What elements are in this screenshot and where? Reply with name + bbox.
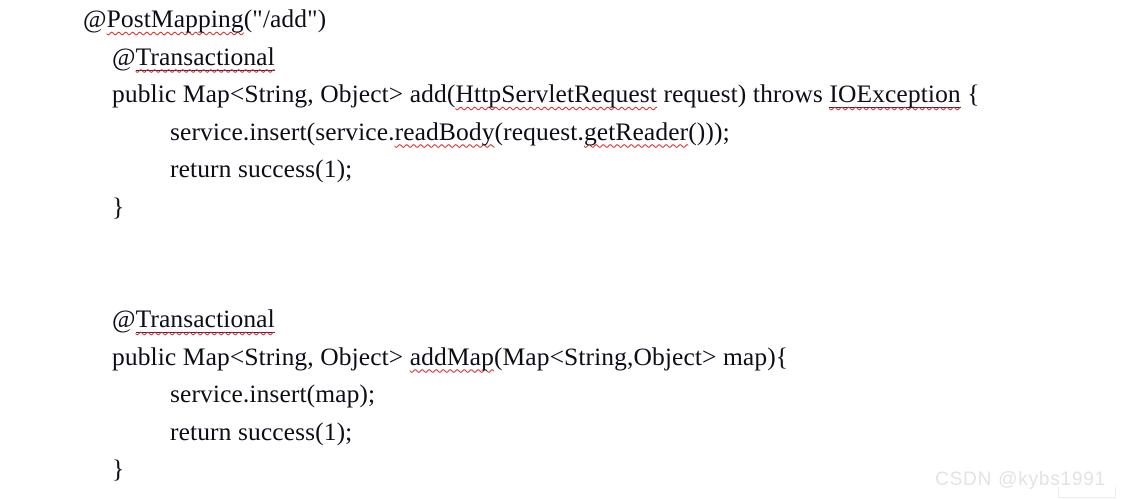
code-text: return success(1);	[170, 154, 353, 183]
spellcheck-misspelled-token: HttpServletRequest	[455, 79, 657, 108]
code-text: service.insert(map);	[170, 379, 376, 408]
code-text: @	[112, 304, 136, 333]
code-line: @PostMapping("/add")	[0, 0, 1122, 38]
spellcheck-misspelled-token: PostMapping	[106, 4, 244, 33]
code-text: return success(1);	[170, 416, 353, 446]
code-line: @Transactional	[0, 38, 1122, 76]
spellcheck-misspelled-token: getReader	[583, 116, 689, 146]
code-text: service.insert(service.	[170, 116, 395, 146]
code-line: return success(1);	[0, 150, 1122, 188]
code-text: {	[960, 79, 980, 108]
code-text: ("/add")	[243, 4, 327, 33]
code-line: @Transactional	[0, 300, 1122, 338]
code-line: public Map<String, Object> addMap(Map<St…	[0, 338, 1122, 376]
code-text: public Map<String, Object>	[112, 341, 410, 371]
code-line-blank	[0, 263, 1122, 301]
spellcheck-misspelled-token: Transactional	[135, 304, 275, 333]
spellcheck-misspelled-token: Transactional	[135, 41, 275, 71]
code-text: ()));	[688, 116, 730, 146]
code-line: }	[0, 188, 1122, 226]
code-text: }	[112, 191, 125, 221]
code-text: (request.	[494, 116, 584, 146]
code-text: public Map<String, Object> add(	[112, 79, 456, 108]
code-line: }	[0, 450, 1122, 488]
spellcheck-misspelled-token: IOException	[829, 79, 961, 108]
code-text: @	[112, 41, 136, 71]
spellcheck-misspelled-token: addMap	[409, 341, 494, 371]
code-line: return success(1);	[0, 413, 1122, 451]
watermark-rule	[1058, 487, 1116, 498]
code-text: (Map<String,Object> map){	[493, 341, 789, 371]
spellcheck-misspelled-token: readBody	[394, 116, 495, 146]
code-line: service.insert(service.readBody(request.…	[0, 113, 1122, 151]
code-text: }	[112, 454, 125, 483]
code-text: request) throws	[657, 79, 830, 108]
code-text: @	[83, 4, 107, 33]
code-line-blank	[0, 225, 1122, 263]
code-line: service.insert(map);	[0, 375, 1122, 413]
csdn-watermark: CSDN @kybs1991	[935, 469, 1106, 490]
code-line: public Map<String, Object> add(HttpServl…	[0, 75, 1122, 113]
